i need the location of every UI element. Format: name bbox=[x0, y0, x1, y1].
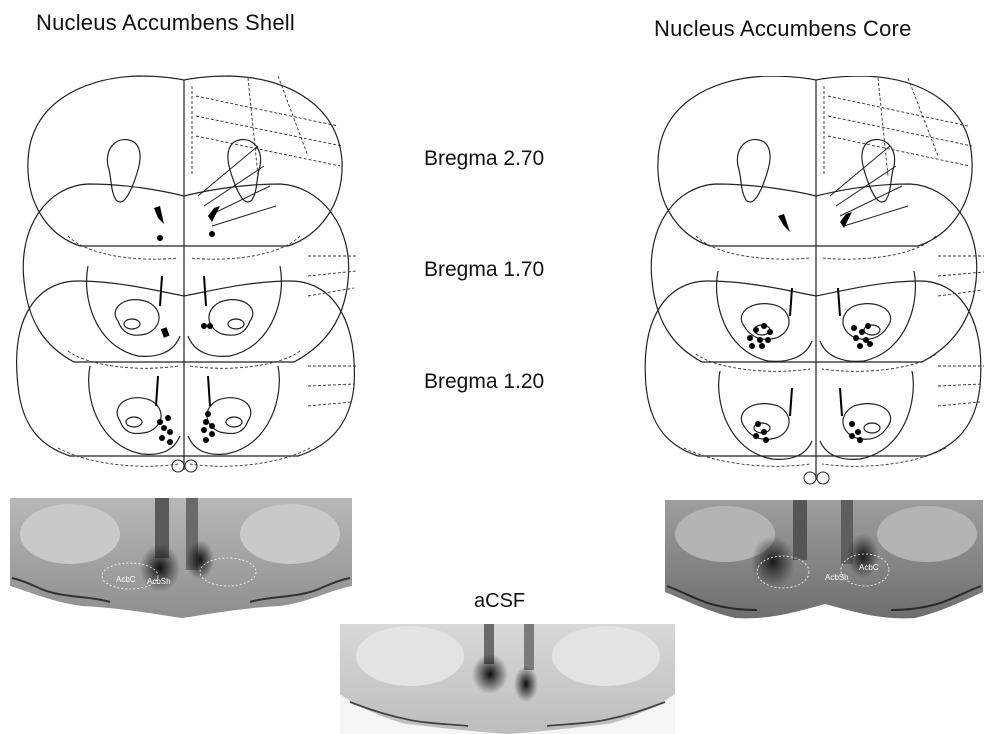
roi-label-acbc: AcbC bbox=[859, 563, 879, 572]
section-outline-2-70 bbox=[28, 76, 342, 246]
core-histology-photo: AcbSh AcbC bbox=[665, 500, 983, 622]
shell-atlas-sections bbox=[8, 66, 364, 478]
section-outline-1-70 bbox=[651, 184, 976, 362]
bregma-label-2-70: Bregma 2.70 bbox=[424, 147, 544, 171]
section-outline-2-70 bbox=[658, 76, 972, 246]
section-outline-1-70 bbox=[23, 184, 348, 362]
shell-panel-title: Nucleus Accumbens Shell bbox=[36, 10, 295, 36]
core-atlas-sections bbox=[640, 76, 986, 488]
bregma-label-1-20: Bregma 1.20 bbox=[424, 370, 544, 394]
section-outline-1-20 bbox=[645, 281, 981, 456]
core-panel-title: Nucleus Accumbens Core bbox=[654, 16, 912, 42]
acsf-histology-photo bbox=[340, 624, 675, 734]
roi-label-acbsh: AcbSh bbox=[825, 573, 849, 582]
section-outline-1-20 bbox=[17, 281, 355, 456]
bregma-label-1-70: Bregma 1.70 bbox=[424, 258, 544, 282]
acsf-label: aCSF bbox=[474, 590, 525, 613]
shell-histology-photo: AcbC AcbSh bbox=[10, 498, 352, 620]
roi-label-acbsh: AcbSh bbox=[147, 577, 171, 586]
roi-label-acbc: AcbC bbox=[116, 575, 136, 584]
